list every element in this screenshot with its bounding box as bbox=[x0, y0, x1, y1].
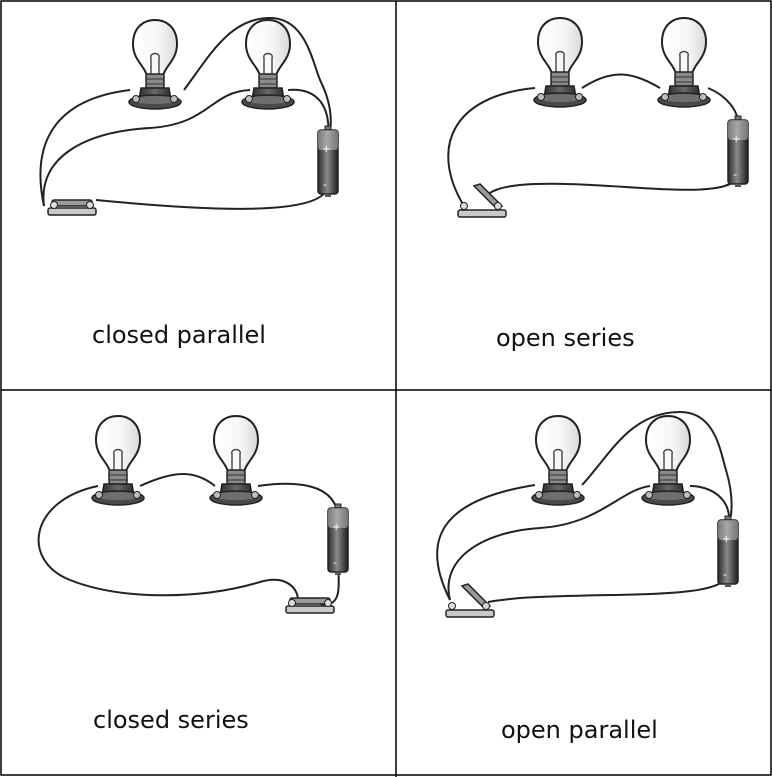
battery-icon: + - bbox=[317, 125, 339, 198]
wires bbox=[436, 410, 733, 603]
battery-negative: - bbox=[723, 568, 727, 581]
battery-positive: + bbox=[332, 522, 340, 533]
battery-positive: + bbox=[722, 534, 730, 545]
panel-closed-parallel: + - bbox=[39, 16, 339, 216]
light-bulb-icon bbox=[209, 415, 263, 506]
battery-negative: - bbox=[323, 178, 327, 191]
battery-negative: - bbox=[333, 556, 337, 569]
wires bbox=[37, 473, 340, 606]
panel-open-series: + - bbox=[447, 17, 749, 218]
panel-open-parallel: + - bbox=[436, 410, 739, 618]
switch-icon bbox=[47, 199, 97, 216]
light-bulb-icon bbox=[241, 19, 295, 110]
battery-positive: + bbox=[732, 134, 740, 145]
light-bulb-icon bbox=[657, 17, 711, 108]
light-bulb-icon bbox=[128, 19, 182, 110]
battery-icon: + - bbox=[717, 515, 739, 588]
panel-label-closed-series: closed series bbox=[93, 706, 249, 734]
panel-label-open-parallel: open parallel bbox=[501, 716, 658, 744]
battery-positive: + bbox=[322, 144, 330, 155]
battery-icon: + - bbox=[327, 503, 349, 576]
panel-label-closed-parallel: closed parallel bbox=[92, 321, 266, 349]
panel-label-open-series: open series bbox=[496, 324, 635, 352]
switch-icon bbox=[285, 597, 335, 614]
light-bulb-icon bbox=[641, 415, 695, 506]
light-bulb-icon bbox=[91, 415, 145, 506]
light-bulb-icon bbox=[533, 17, 587, 108]
battery-negative: - bbox=[733, 168, 737, 181]
panel-closed-series: + - bbox=[37, 415, 349, 614]
wires bbox=[39, 16, 332, 210]
switch-icon bbox=[445, 583, 495, 618]
battery-icon: + - bbox=[727, 115, 749, 188]
light-bulb-icon bbox=[531, 415, 585, 506]
